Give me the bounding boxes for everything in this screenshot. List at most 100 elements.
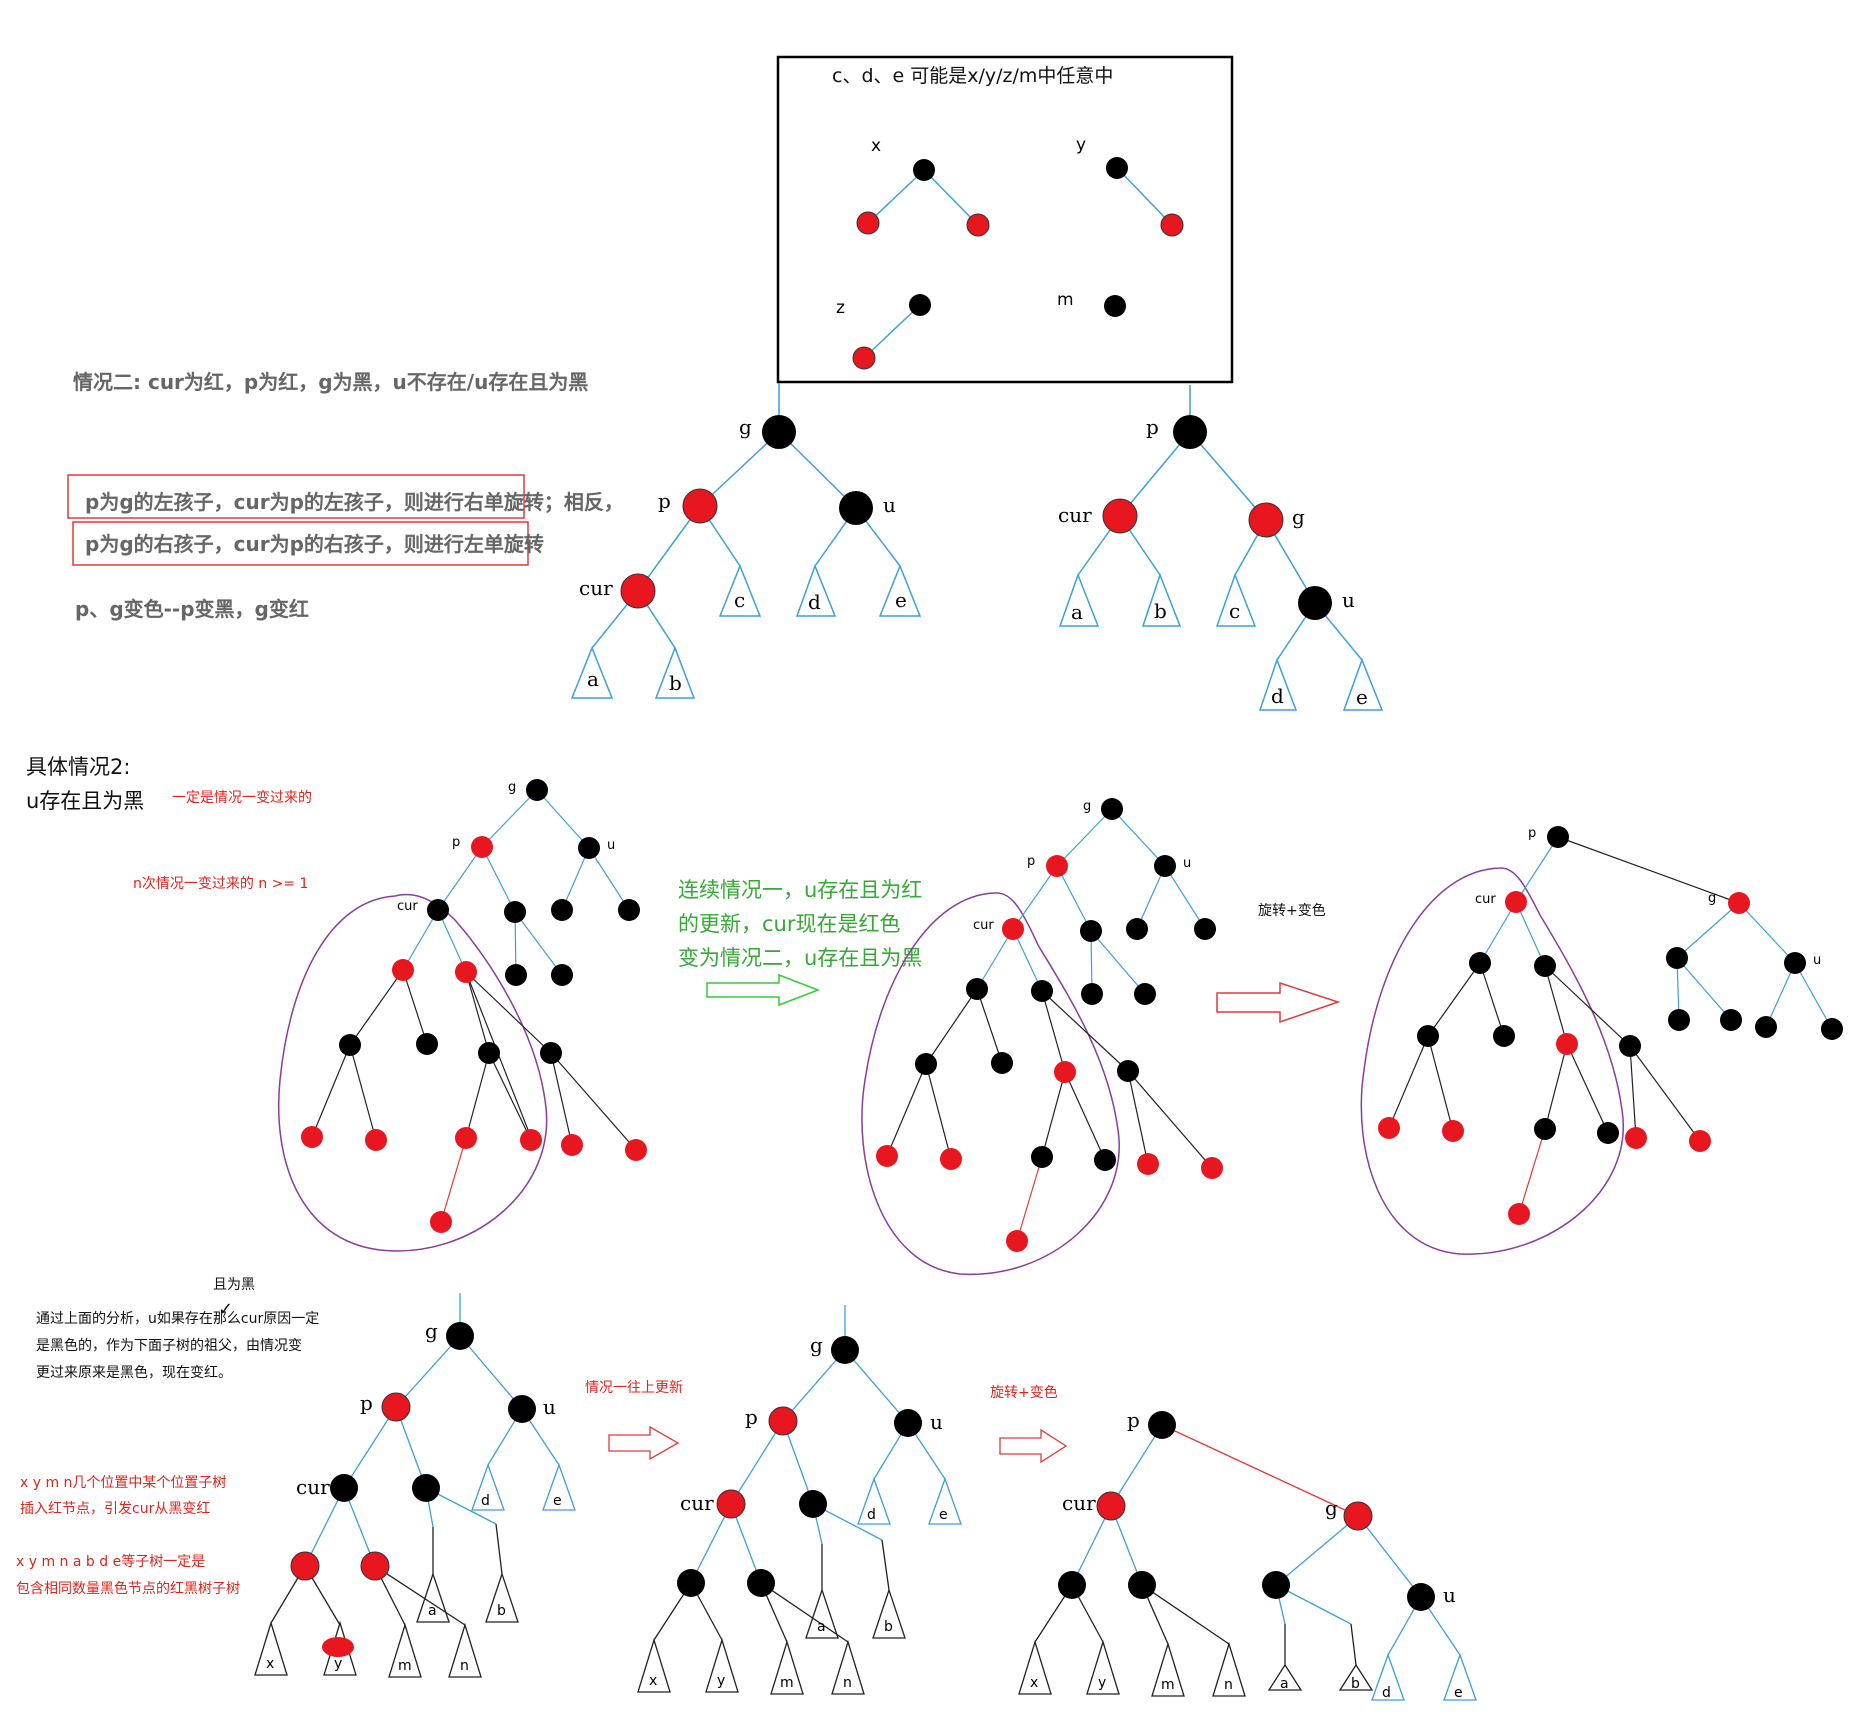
label-d: d <box>808 590 821 614</box>
label-p: p <box>1146 415 1159 439</box>
green-note-2: 的更新，cur现在是红色 <box>678 912 901 936</box>
bottom-notes: 且为黑 ✓ 通过上面的分析，u如果存在那么cur原因一定 是黑色的，作为下面子树… <box>16 1277 1068 1597</box>
svg-text:m: m <box>1161 1677 1175 1693</box>
label-a: a <box>1071 600 1083 624</box>
green-note-1: 连续情况一，u存在且为红 <box>678 878 922 902</box>
case2-rule2: p为g的右孩子，cur为p的右孩子，则进行左单旋转 <box>85 532 544 556</box>
analysis-2: 是黑色的，作为下面子树的祖父，由情况变 <box>36 1337 302 1354</box>
rotate-recolor-note: 旋转+变色 <box>990 1384 1058 1401</box>
svg-text:cur: cur <box>397 899 418 914</box>
svg-text:p: p <box>452 835 460 850</box>
label-g: g <box>739 415 752 439</box>
svg-text:u: u <box>543 1395 556 1419</box>
label-e: e <box>1356 685 1368 709</box>
svg-text:n: n <box>1224 1677 1233 1693</box>
label-p: p <box>658 489 671 513</box>
svg-text:d: d <box>481 1493 490 1509</box>
svg-text:cur: cur <box>973 918 994 933</box>
node-cur <box>620 573 656 609</box>
note-from-case1: 一定是情况一变过来的 <box>172 790 312 806</box>
label-c: c <box>734 588 745 612</box>
insert-note-2: 插入红节点，引发cur从黑变红 <box>20 1501 210 1517</box>
check-note: 且为黑 <box>213 1277 255 1293</box>
specific-case-text: 具体情况2: u存在且为黑 一定是情况一变过来的 n次情况一变过来的 n >= … <box>26 755 1341 1024</box>
bottom-tree-2: g p u cur d e a b x y m n <box>637 1305 962 1695</box>
svg-text:n: n <box>460 1658 469 1674</box>
svg-text:d: d <box>867 1507 876 1523</box>
label-b: b <box>669 671 682 695</box>
box-x-left-node <box>856 211 880 235</box>
svg-text:a: a <box>817 1619 826 1635</box>
svg-text:u: u <box>607 838 615 853</box>
svg-text:m: m <box>780 1675 794 1691</box>
svg-text:y: y <box>1098 1675 1106 1691</box>
label-b: b <box>1154 599 1167 623</box>
svg-text:g: g <box>1083 799 1091 814</box>
subtree-note-2: 包含相同数量黑色节点的红黑树子树 <box>16 1580 240 1597</box>
svg-text:g: g <box>1708 891 1716 906</box>
svg-text:b: b <box>497 1603 506 1619</box>
specific-title-2: u存在且为黑 <box>26 789 144 813</box>
check-mark-icon: ✓ <box>218 1299 233 1320</box>
update-up-note: 情况一往上更新 <box>585 1380 683 1396</box>
node-p <box>682 488 718 524</box>
svg-text:x: x <box>1030 1675 1038 1691</box>
svg-text:b: b <box>884 1619 893 1635</box>
label-u: u <box>1342 588 1355 612</box>
svg-text:e: e <box>1454 1685 1463 1701</box>
svg-text:g: g <box>425 1319 438 1343</box>
specific-title-1: 具体情况2: <box>26 755 130 779</box>
box-y-root-node <box>1106 157 1128 179</box>
svg-text:b: b <box>1351 1676 1360 1692</box>
svg-text:p: p <box>1127 1408 1140 1432</box>
box-x-right-node <box>966 213 990 237</box>
svg-text:p: p <box>1027 854 1035 869</box>
svg-text:e: e <box>939 1507 948 1523</box>
svg-text:d: d <box>1382 1685 1391 1701</box>
rotate-recolor-label: 旋转+变色 <box>1258 902 1326 919</box>
svg-text:g: g <box>810 1333 823 1357</box>
specific-tree-3: p cur g u <box>1360 826 1843 1255</box>
svg-text:e: e <box>553 1493 562 1509</box>
label-cur: cur <box>579 576 613 600</box>
green-arrow-icon <box>706 973 821 1007</box>
case2-tree-after: p cur g u a b c d e <box>1058 385 1384 711</box>
subtree-note-1: x y m n a b d e等子树一定是 <box>16 1553 205 1570</box>
svg-text:u: u <box>1813 953 1821 968</box>
svg-text:u: u <box>1443 1583 1456 1607</box>
green-note-3: 变为情况二，u存在且为黑 <box>678 946 922 970</box>
insert-note-1: x y m n几个位置中某个位置子树 <box>20 1475 226 1491</box>
case2-heading: 情况二: cur为红，p为红，g为黑，u不存在/u存在且为黑 <box>73 370 588 394</box>
red-arrow-icon <box>999 1428 1068 1464</box>
note-n-times: n次情况一变过来的 n >= 1 <box>133 876 308 892</box>
svg-text:p: p <box>360 1391 373 1415</box>
box-m-root-node <box>1104 295 1126 317</box>
node-cur <box>1102 498 1138 534</box>
subtree-options-box: c、d、e 可能是x/y/z/m中任意中 x y z m <box>776 55 1234 384</box>
svg-text:n: n <box>843 1675 852 1691</box>
label-g: g <box>1292 505 1305 529</box>
svg-text:a: a <box>428 1603 437 1619</box>
label-e: e <box>895 588 907 612</box>
svg-text:u: u <box>1183 856 1191 871</box>
analysis-3: 更过来原来是黑色，现在变红。 <box>36 1364 232 1381</box>
red-arrow-icon <box>1216 981 1341 1024</box>
label-y: y <box>1076 135 1086 155</box>
label-m: m <box>1057 290 1074 310</box>
node-g <box>762 415 796 449</box>
svg-text:y: y <box>334 1656 342 1672</box>
box-z-left-node <box>852 346 876 370</box>
analysis-1: 通过上面的分析，u如果存在那么cur原因一定 <box>36 1311 319 1327</box>
label-cur: cur <box>1058 503 1092 527</box>
svg-text:g: g <box>1325 1496 1338 1520</box>
specific-tree-1: g p u cur <box>277 779 647 1252</box>
svg-text:cur: cur <box>1475 892 1496 907</box>
svg-text:p: p <box>1528 826 1536 841</box>
specific-tree-2: g p u cur <box>861 798 1223 1276</box>
bottom-tree-3: p cur g u a b d e x y m n <box>1018 1408 1477 1701</box>
node-u <box>1298 586 1332 620</box>
box-z-root-node <box>909 294 931 316</box>
node-u <box>839 491 873 525</box>
case2-tree-before: g p u cur c d e a b <box>570 383 922 699</box>
